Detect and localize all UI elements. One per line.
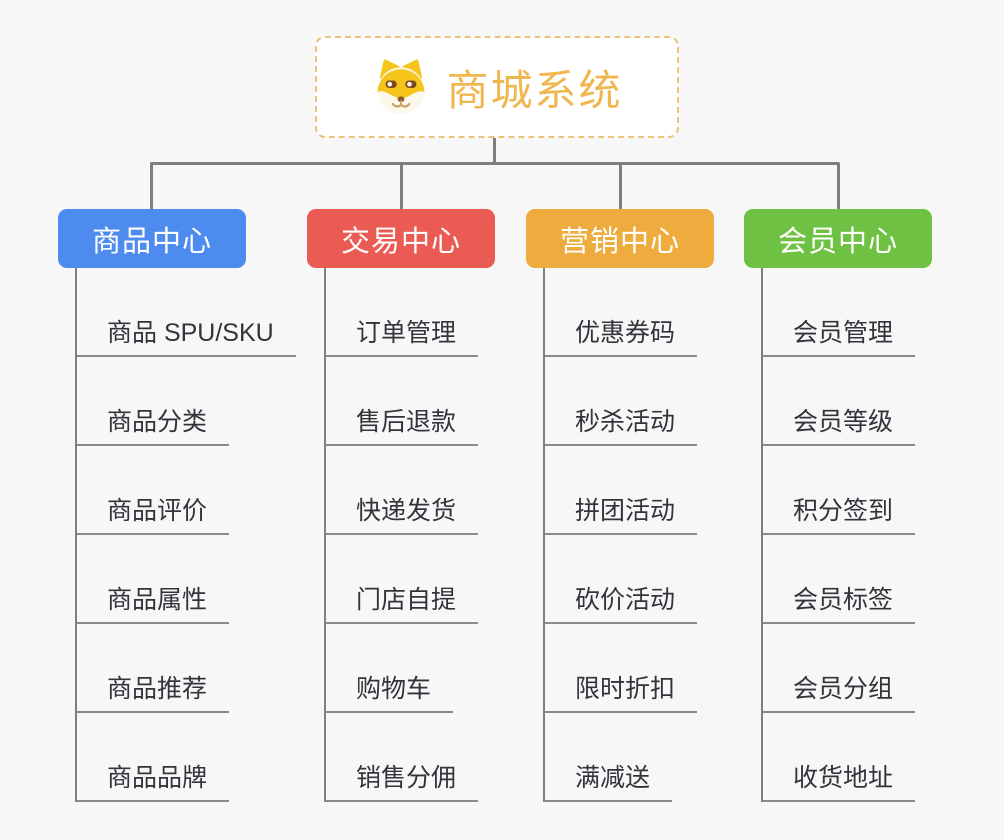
node-product-brand[interactable]: 商品品牌 <box>77 765 230 802</box>
branch-trade-children: 订单管理 售后退款 快递发货 门店自提 购物车 销售分佣 <box>324 268 495 802</box>
node-group-buying[interactable]: 拼团活动 <box>545 498 698 535</box>
node-shipping-address[interactable]: 收货地址 <box>763 765 916 802</box>
branch-members: 会员中心 会员管理 会员等级 积分签到 会员标签 会员分组 收货地址 <box>744 209 932 802</box>
node-member-level[interactable]: 会员等级 <box>763 409 916 446</box>
node-sales-commission[interactable]: 销售分佣 <box>326 765 479 802</box>
branch-products-children: 商品 SPU/SKU 商品分类 商品评价 商品属性 商品推荐 商品品牌 <box>75 268 296 802</box>
node-shopping-cart[interactable]: 购物车 <box>326 676 454 713</box>
node-product-review[interactable]: 商品评价 <box>77 498 230 535</box>
connector-root-drop <box>493 138 496 164</box>
node-aftersale-refund[interactable]: 售后退款 <box>326 409 479 446</box>
node-express-shipping[interactable]: 快递发货 <box>326 498 479 535</box>
node-product-attribute[interactable]: 商品属性 <box>77 587 230 624</box>
node-limited-time-discount[interactable]: 限时折扣 <box>545 676 698 713</box>
node-bargain-activity[interactable]: 砍价活动 <box>545 587 698 624</box>
node-member-management[interactable]: 会员管理 <box>763 320 916 357</box>
dog-face-icon <box>378 59 425 115</box>
connector-bus <box>150 162 840 165</box>
connector-drop-products <box>150 164 153 209</box>
node-member-groups[interactable]: 会员分组 <box>763 676 916 713</box>
branch-node-products[interactable]: 商品中心 <box>58 209 246 268</box>
node-store-pickup[interactable]: 门店自提 <box>326 587 479 624</box>
node-product-spu-sku[interactable]: 商品 SPU/SKU <box>77 320 296 357</box>
node-coupon-codes[interactable]: 优惠券码 <box>545 320 698 357</box>
connector-drop-marketing <box>619 164 622 209</box>
node-points-checkin[interactable]: 积分签到 <box>763 498 916 535</box>
branch-members-children: 会员管理 会员等级 积分签到 会员标签 会员分组 收货地址 <box>761 268 932 802</box>
node-flash-sale[interactable]: 秒杀活动 <box>545 409 698 446</box>
node-product-recommend[interactable]: 商品推荐 <box>77 676 230 713</box>
node-spend-and-save[interactable]: 满减送 <box>545 765 673 802</box>
branch-products: 商品中心 商品 SPU/SKU 商品分类 商品评价 商品属性 商品推荐 商品品牌 <box>58 209 296 802</box>
branch-node-marketing[interactable]: 营销中心 <box>526 209 714 268</box>
node-member-tags[interactable]: 会员标签 <box>763 587 916 624</box>
branch-marketing-children: 优惠券码 秒杀活动 拼团活动 砍价活动 限时折扣 满减送 <box>543 268 714 802</box>
node-order-management[interactable]: 订单管理 <box>326 320 479 357</box>
node-product-category[interactable]: 商品分类 <box>77 409 230 446</box>
connector-drop-trade <box>400 164 403 209</box>
branch-node-members[interactable]: 会员中心 <box>744 209 932 268</box>
branch-marketing: 营销中心 优惠券码 秒杀活动 拼团活动 砍价活动 限时折扣 满减送 <box>526 209 714 802</box>
connector-drop-members <box>837 164 840 209</box>
branch-node-trade[interactable]: 交易中心 <box>307 209 495 268</box>
branch-trade: 交易中心 订单管理 售后退款 快递发货 门店自提 购物车 销售分佣 <box>307 209 495 802</box>
root-node[interactable]: 商城系统 <box>315 36 679 138</box>
root-title: 商城系统 <box>446 66 623 114</box>
